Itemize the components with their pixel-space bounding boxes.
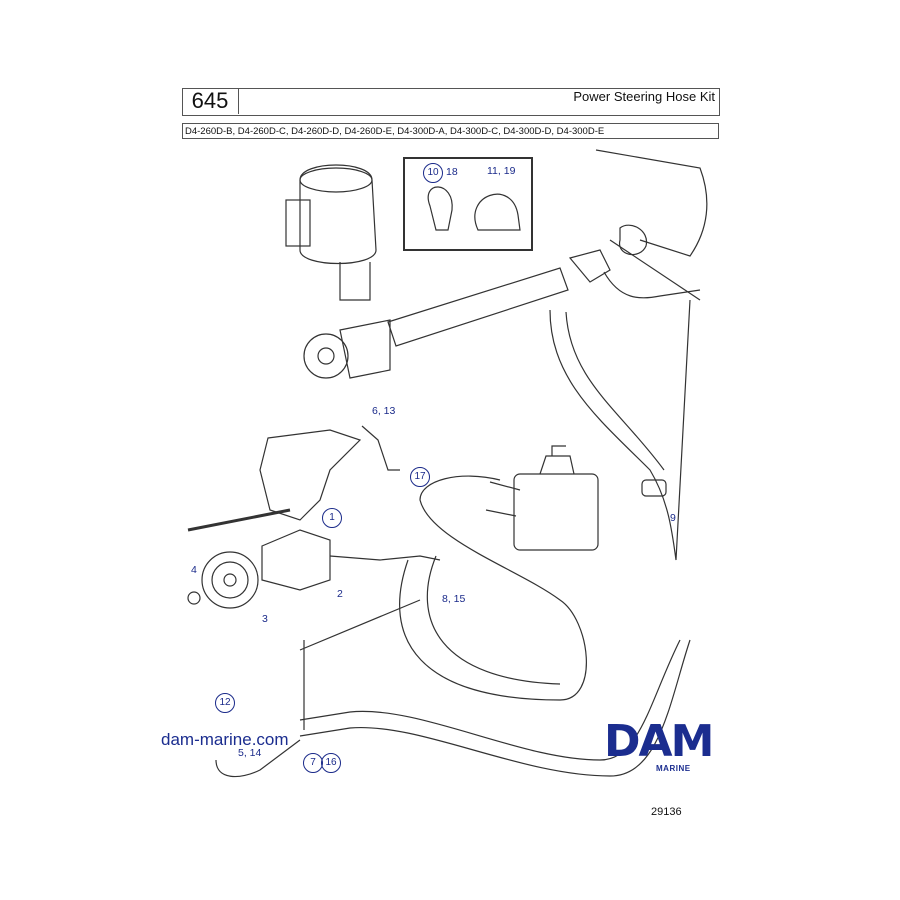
- callout-10: 10: [423, 163, 443, 183]
- pulley-upper: [303, 333, 349, 379]
- pipe-12: [215, 739, 301, 778]
- reservoir-housing: [299, 164, 377, 264]
- callout-8-15: 8, 15: [442, 593, 466, 605]
- bolt-long: [187, 508, 291, 532]
- diagram-title: Power Steering Hose Kit: [573, 89, 715, 104]
- callout-5-14: 5, 14: [238, 747, 262, 759]
- engine-models: D4-260D-B, D4-260D-C, D4-260D-D, D4-260D…: [182, 123, 719, 139]
- callout-17: 17: [410, 467, 430, 487]
- header-title-box: Power Steering Hose Kit: [182, 88, 720, 116]
- callout-12: 12: [215, 693, 235, 713]
- callout-11-19: 11, 19: [487, 165, 516, 177]
- return-hose-loop: [399, 475, 587, 701]
- callout-3: 3: [262, 613, 268, 625]
- callout-2: 2: [337, 588, 343, 600]
- pulley-3: [201, 551, 259, 609]
- callout-18: 18: [446, 166, 458, 178]
- fluid-tank: [513, 473, 599, 551]
- illustration-reference-number: 29136: [651, 806, 682, 818]
- brand-subtitle: MARINE: [656, 764, 691, 773]
- clamp-11-19: [474, 193, 521, 231]
- callout-9: 9: [670, 512, 676, 524]
- callout-1: 1: [322, 508, 342, 528]
- hose-9-clamp: [641, 479, 667, 497]
- clamp-10-18: [427, 186, 453, 231]
- page-number: 645: [182, 88, 239, 114]
- power-steering-pump: [261, 529, 331, 591]
- callout-7: 7: [303, 753, 323, 773]
- pressure-hose: [299, 639, 681, 761]
- brand-logo: DAM: [604, 716, 714, 767]
- website-link[interactable]: dam-marine.com: [161, 730, 289, 749]
- hose-9: [549, 299, 691, 561]
- pump-bracket: [259, 429, 362, 521]
- tube-main: [387, 267, 569, 347]
- callout-4: 4: [191, 564, 197, 576]
- clamp-inset-box: [403, 157, 533, 251]
- callout-16: 16: [321, 753, 341, 773]
- nut-4: [187, 591, 201, 605]
- callout-6-13: 6, 13: [372, 405, 396, 417]
